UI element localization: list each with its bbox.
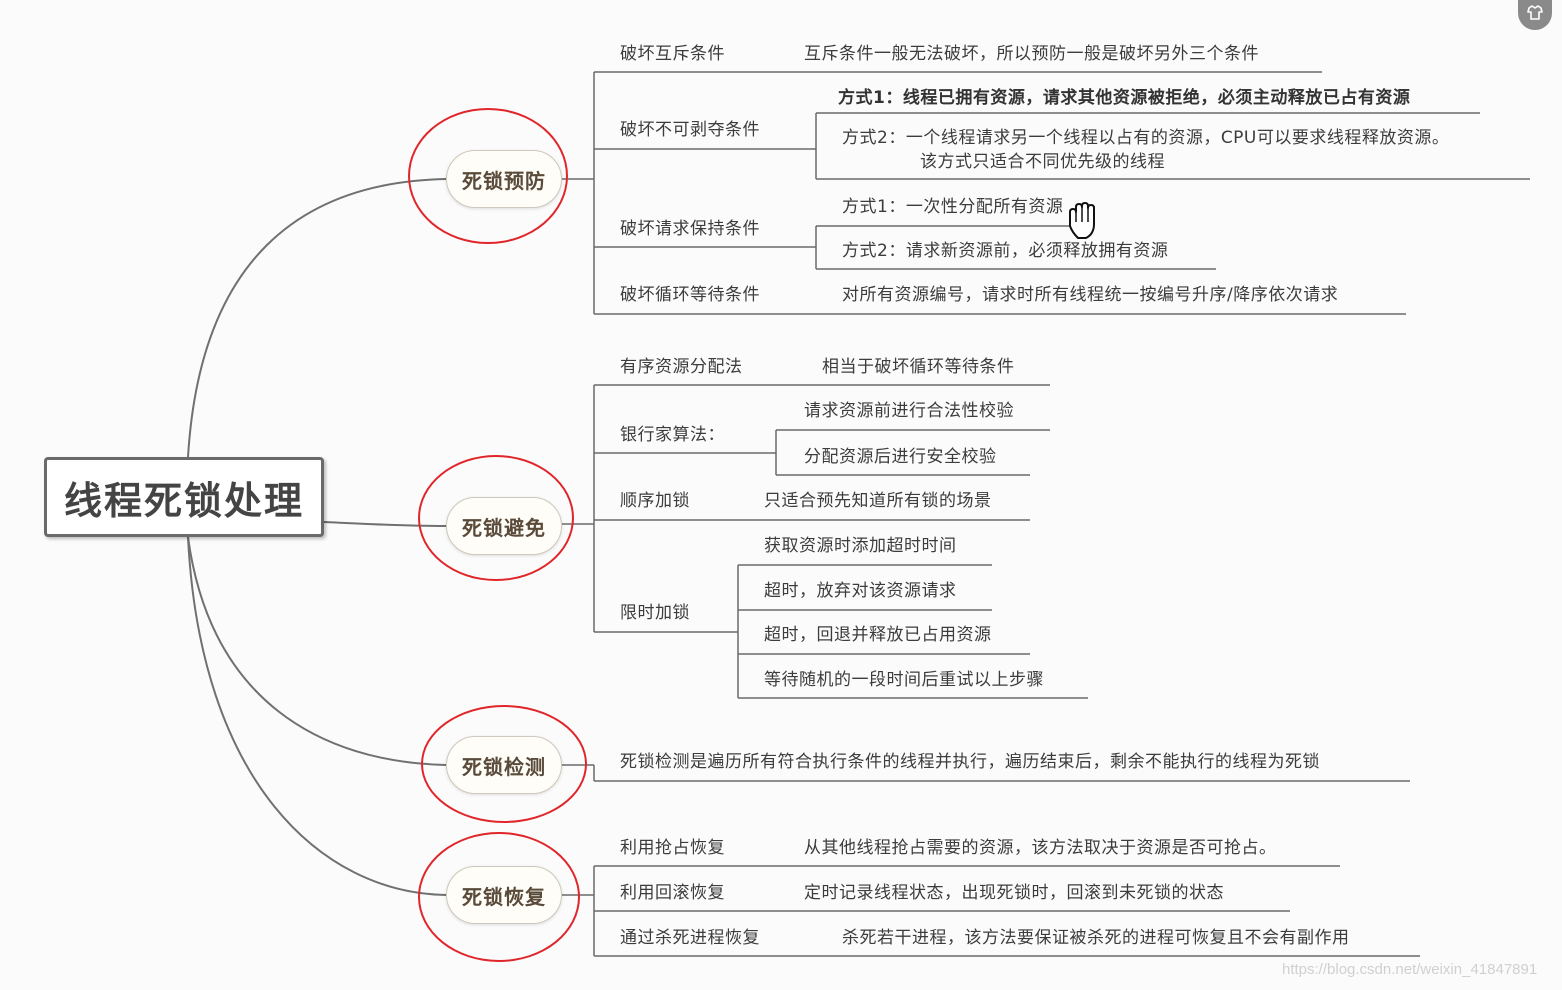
avoidance-sub-item[interactable]: 超时，回退并释放已占用资源 <box>764 625 992 645</box>
prevention-sub-item[interactable]: 方式2：一个线程请求另一个线程以占有的资源，CPU可以要求线程释放资源。 <box>842 128 1450 148</box>
avoidance-sub-item[interactable]: 获取资源时添加超时时间 <box>764 536 957 556</box>
recovery-item-detail[interactable]: 杀死若干进程，该方法要保证被杀死的进程可恢复且不会有副作用 <box>842 928 1350 948</box>
recovery-item-label[interactable]: 通过杀死进程恢复 <box>620 928 760 948</box>
prevention-item-detail[interactable]: 互斥条件一般无法破坏，所以预防一般是破坏另外三个条件 <box>804 44 1259 64</box>
watermark-url: https://blog.csdn.net/weixin_41847891 <box>1282 961 1538 978</box>
avoidance-sub-item[interactable]: 分配资源后进行安全校验 <box>804 447 997 467</box>
avoidance-sub-item[interactable]: 超时，放弃对该资源请求 <box>764 581 957 601</box>
avoidance-item-label[interactable]: 有序资源分配法 <box>620 357 743 377</box>
avoidance-item-detail[interactable]: 相当于破坏循环等待条件 <box>822 357 1015 377</box>
avoidance-item-label[interactable]: 顺序加锁 <box>620 491 690 511</box>
prevention-sub-item[interactable]: 方式1：线程已拥有资源，请求其他资源被拒绝，必须主动释放已占有资源 <box>838 88 1411 108</box>
prevention-item-label[interactable]: 破坏循环等待条件 <box>620 285 760 305</box>
avoidance-sub-item[interactable]: 等待随机的一段时间后重试以上步骤 <box>764 670 1044 690</box>
highlight-ring-prevention <box>408 108 568 244</box>
prevention-sub-item[interactable]: 方式2：请求新资源前，必须释放拥有资源 <box>842 241 1169 261</box>
prevention-item-detail[interactable]: 对所有资源编号，请求时所有线程统一按编号升序/降序依次请求 <box>842 285 1339 305</box>
hand-pointer-icon <box>1069 202 1095 239</box>
shirt-icon[interactable] <box>1518 0 1552 30</box>
root-node[interactable]: 线程死锁处理 <box>44 457 324 537</box>
highlight-ring-avoidance <box>418 455 574 581</box>
recovery-item-label[interactable]: 利用回滚恢复 <box>620 883 725 903</box>
highlight-ring-recovery <box>418 832 580 962</box>
avoidance-sub-item[interactable]: 请求资源前进行合法性校验 <box>804 401 1014 421</box>
avoidance-item-detail[interactable]: 只适合预先知道所有锁的场景 <box>764 491 992 511</box>
recovery-item-detail[interactable]: 从其他线程抢占需要的资源，该方法取决于资源是否可抢占。 <box>804 838 1277 858</box>
prevention-item-label[interactable]: 破坏互斥条件 <box>620 44 725 64</box>
prevention-sub-item[interactable]: 该方式只适合不同优先级的线程 <box>920 152 1165 172</box>
recovery-item-detail[interactable]: 定时记录线程状态，出现死锁时，回滚到未死锁的状态 <box>804 883 1224 903</box>
highlight-ring-detection <box>421 705 587 823</box>
prevention-sub-item[interactable]: 方式1：一次性分配所有资源 <box>842 197 1064 217</box>
prevention-item-label[interactable]: 破坏请求保持条件 <box>620 219 760 239</box>
avoidance-item-label[interactable]: 银行家算法： <box>620 425 725 445</box>
prevention-item-label[interactable]: 破坏不可剥夺条件 <box>620 120 760 140</box>
detection-detail[interactable]: 死锁检测是遍历所有符合执行条件的线程并执行，遍历结束后，剩余不能执行的线程为死锁 <box>620 752 1320 772</box>
recovery-item-label[interactable]: 利用抢占恢复 <box>620 838 725 858</box>
avoidance-item-label[interactable]: 限时加锁 <box>620 603 690 623</box>
